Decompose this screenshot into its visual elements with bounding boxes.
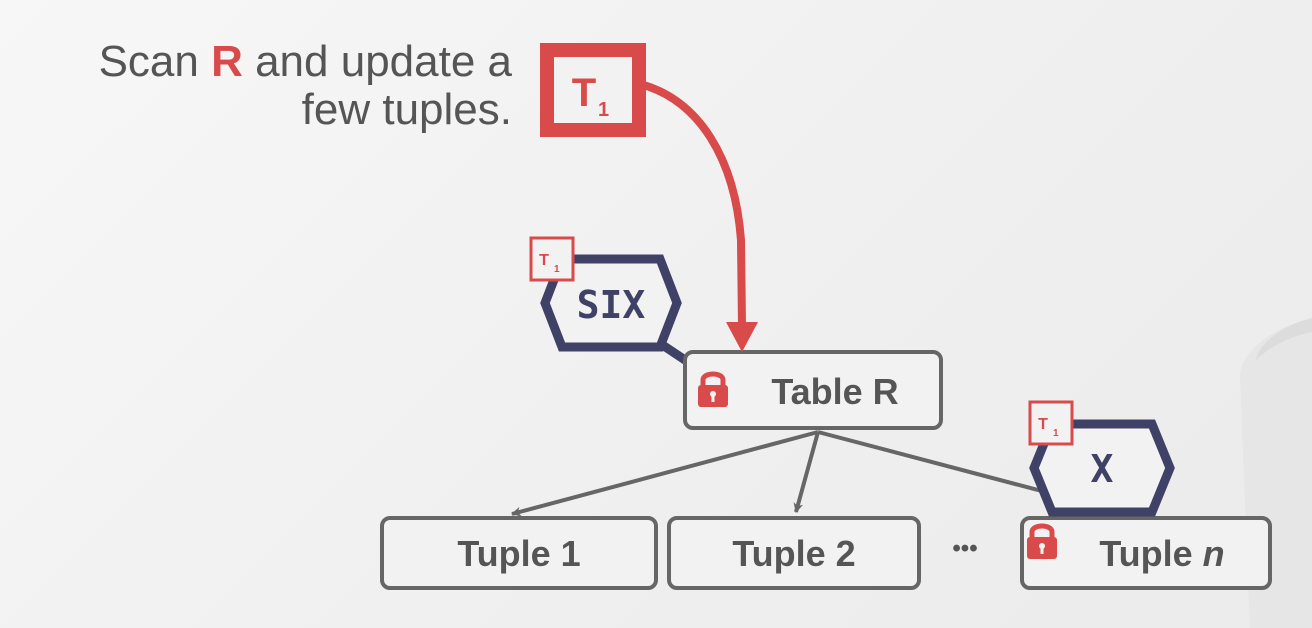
x-holder-subscript: 1 bbox=[1053, 428, 1059, 439]
padlock-icon bbox=[1027, 523, 1057, 559]
tuple-2-label: Tuple 2 bbox=[732, 533, 855, 574]
tuple-n-label: Tuple n bbox=[1099, 533, 1224, 574]
tuple-n-node: Tuple n bbox=[1020, 516, 1272, 590]
caption: Scan R and update a few tuples. bbox=[20, 38, 512, 134]
transaction-access-arrow bbox=[636, 80, 746, 332]
transaction-access-arrowhead bbox=[726, 322, 758, 352]
caption-text-after: and update a few tuples. bbox=[242, 37, 512, 134]
tuple-1-node: Tuple 1 bbox=[380, 516, 658, 590]
edge-table-to-tuple-1 bbox=[511, 430, 819, 517]
x-lock-label: X bbox=[1091, 447, 1114, 491]
six-lock-label: SIX bbox=[577, 283, 646, 327]
transaction-letter: T bbox=[572, 71, 596, 115]
table-r-label: Table R bbox=[771, 371, 898, 412]
caption-highlight: R bbox=[211, 37, 243, 86]
six-lock-badge: SIX bbox=[540, 254, 682, 352]
tuple-n-label-italic: n bbox=[1203, 533, 1225, 574]
edge-table-to-tuple-2 bbox=[793, 431, 820, 513]
x-holder-letter: T bbox=[1038, 416, 1048, 433]
caption-text-before: Scan bbox=[98, 37, 212, 86]
x-lock-holder-tag: T 1 bbox=[1028, 400, 1074, 446]
ellipsis: ••• bbox=[952, 535, 977, 562]
tuple-n-label-prefix: Tuple bbox=[1099, 533, 1202, 574]
transaction-box: T 1 bbox=[540, 43, 646, 137]
six-lock-holder-tag: T 1 bbox=[529, 236, 575, 282]
six-holder-subscript: 1 bbox=[554, 264, 560, 275]
tuple-1-label: Tuple 1 bbox=[457, 533, 580, 574]
six-holder-letter: T bbox=[539, 252, 549, 269]
tuple-2-node: Tuple 2 bbox=[667, 516, 921, 590]
padlock-icon bbox=[698, 371, 728, 407]
transaction-subscript: 1 bbox=[598, 99, 609, 121]
table-r-node: Table R bbox=[683, 350, 943, 430]
x-lock-badge: X bbox=[1029, 419, 1175, 517]
